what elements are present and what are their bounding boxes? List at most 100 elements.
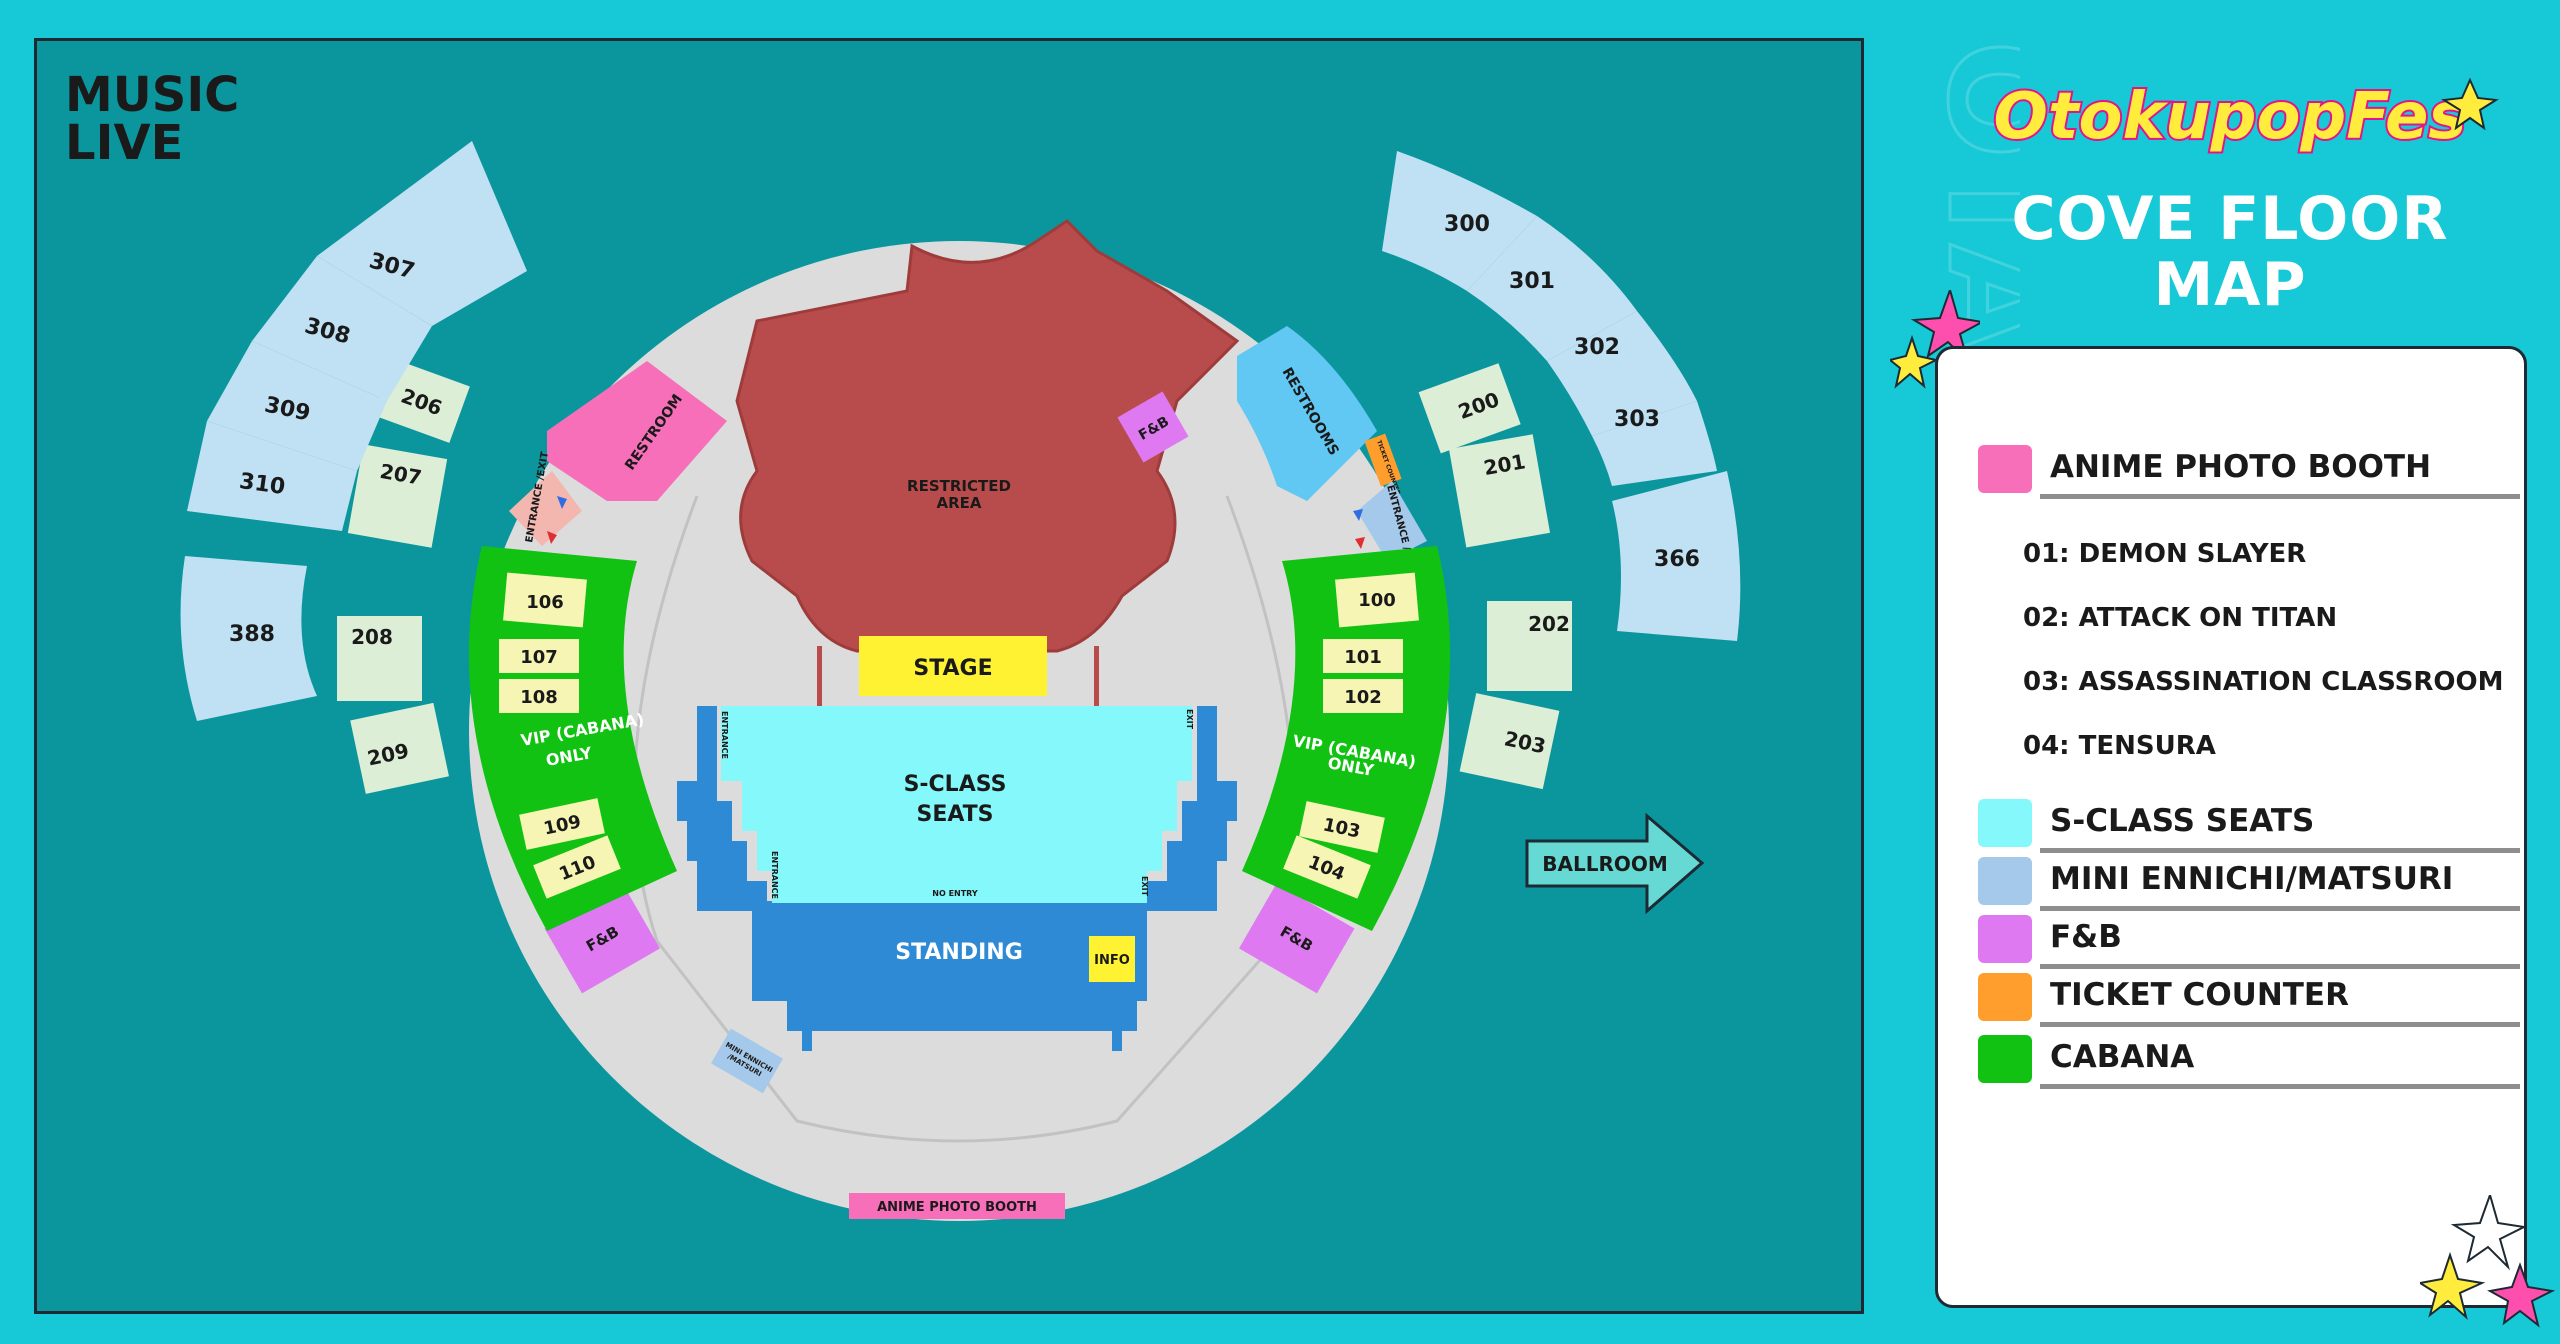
- svg-text:OtokupopFes: OtokupopFes: [1994, 80, 2467, 154]
- info-label: INFO: [1094, 953, 1130, 968]
- sections-300s-left: 307 308 309 310 388: [180, 141, 527, 721]
- entrance-exit-left: [509, 471, 582, 546]
- s-class-label-2: SEATS: [916, 802, 993, 827]
- legend-item-mini-ennichi: MINI ENNICHI/MATSURI: [1958, 851, 2520, 911]
- s-class-label-1: S-CLASS: [904, 772, 1007, 797]
- legend-swatch: [1978, 973, 2032, 1021]
- entrance-exit-right: [1357, 481, 1427, 561]
- legend-label: MINI ENNICHI/MATSURI: [2050, 861, 2454, 897]
- section-302[interactable]: [1547, 311, 1697, 436]
- legend-item-fnb: F&B: [1958, 909, 2520, 969]
- cabana-seat[interactable]: 100: [1335, 572, 1419, 628]
- legend-item-cabana: CABANA: [1958, 1029, 2520, 1089]
- svg-text:208: 208: [351, 625, 393, 649]
- fnb-top: [1117, 391, 1189, 463]
- section-303[interactable]: [1592, 401, 1717, 486]
- cabana-seat[interactable]: 106: [503, 572, 587, 628]
- legend-swatch: [1978, 1035, 2032, 1083]
- section-307[interactable]: [317, 141, 527, 326]
- info-booth: [1089, 936, 1135, 982]
- svg-text:301: 301: [1509, 269, 1555, 294]
- anime-photo-booth: [849, 1193, 1065, 1219]
- stage-label: STAGE: [913, 656, 992, 681]
- standing-label: STANDING: [895, 940, 1023, 965]
- svg-text:100: 100: [1358, 590, 1396, 611]
- music-live-title-2: LIVE: [65, 115, 183, 171]
- svg-text:303: 303: [1614, 407, 1660, 432]
- cabana-seat[interactable]: 103: [1299, 801, 1385, 853]
- anime-photo-booth-label: ANIME PHOTO BOOTH: [877, 1200, 1037, 1215]
- section-388[interactable]: [180, 556, 317, 721]
- cabana-seat[interactable]: 110: [533, 835, 621, 899]
- fnb-right: [1239, 883, 1355, 994]
- legend-swatch: [1978, 915, 2032, 963]
- page-title-line-1: COVE FLOOR: [2011, 184, 2449, 254]
- ballroom-label: BALLROOM: [1542, 852, 1668, 876]
- s-class-entrance-left-bottom: ENTRANCE: [770, 851, 779, 899]
- restroom-left: [547, 361, 727, 501]
- map-panel: RESTRICTED AREA STAGE STANDING INFO S-CL…: [34, 38, 1864, 1314]
- section-300[interactable]: [1382, 151, 1537, 291]
- photo-booth-item-4: 04: TENSURA: [2023, 731, 2216, 761]
- svg-text:102: 102: [1344, 687, 1382, 708]
- legend-item-s-class-seats: S-CLASS SEATS: [1958, 793, 2520, 853]
- photo-booth-item-2: 02: ATTACK ON TITAN: [2023, 603, 2338, 633]
- cabana-seat[interactable]: 102: [1323, 679, 1403, 713]
- section-202[interactable]: 202: [1487, 601, 1572, 691]
- photo-booth-item-1: 01: DEMON SLAYER: [2023, 539, 2307, 569]
- mini-ennichi: [711, 1028, 783, 1094]
- s-class-seats: [721, 706, 1192, 903]
- legend-swatch: [1978, 857, 2032, 905]
- restrooms-right: [1237, 326, 1377, 501]
- page-title: COVE FLOOR MAP: [2010, 186, 2450, 318]
- cabana-seat[interactable]: 109: [519, 798, 605, 850]
- cabana-seat[interactable]: 101: [1323, 639, 1403, 673]
- legend: ANIME PHOTO BOOTH 01: DEMON SLAYER 02: A…: [1935, 346, 2527, 1308]
- logo-star-icon: [2441, 77, 2499, 131]
- section-308[interactable]: [252, 256, 432, 401]
- s-class-exit-right: EXIT: [1185, 709, 1194, 730]
- svg-text:202: 202: [1528, 612, 1570, 636]
- section-310[interactable]: [187, 421, 357, 531]
- svg-text:300: 300: [1444, 212, 1490, 237]
- section-301[interactable]: [1467, 216, 1637, 361]
- svg-text:107: 107: [520, 647, 558, 668]
- legend-label: ANIME PHOTO BOOTH: [2050, 449, 2432, 485]
- restricted-area-label-1: RESTRICTED: [907, 477, 1011, 495]
- standing-area: [752, 901, 1147, 1051]
- svg-text:106: 106: [526, 592, 564, 613]
- ballroom-arrow[interactable]: BALLROOM: [1525, 812, 1705, 915]
- cabana-seat[interactable]: 104: [1283, 835, 1371, 899]
- restricted-area: [735, 219, 1240, 653]
- section-309[interactable]: [207, 341, 387, 471]
- s-class-entrance-left: ENTRANCE: [720, 711, 729, 759]
- s-class-exit-right-bottom: EXIT: [1140, 876, 1149, 897]
- sections-200s-left: 206 207 208 209: [337, 359, 470, 794]
- section-208[interactable]: 208: [337, 616, 422, 701]
- section-201[interactable]: 201: [1448, 434, 1551, 548]
- legend-item-ticket-counter: TICKET COUNTER: [1958, 967, 2520, 1027]
- section-366[interactable]: [1612, 471, 1741, 641]
- sections-300s-right: 300 301 302 303 366: [1382, 151, 1741, 641]
- sections-200s-right: 200 201 202 203: [1418, 363, 1572, 790]
- section-203[interactable]: 203: [1459, 693, 1560, 790]
- no-entry-label: NO ENTRY: [932, 889, 978, 898]
- legend-swatch: [1978, 799, 2032, 847]
- cabana-seat[interactable]: 107: [499, 639, 579, 673]
- cabana-seat[interactable]: 108: [499, 679, 579, 713]
- svg-text:108: 108: [520, 687, 558, 708]
- otakupopfes-logo: OtokupopFes: [1992, 77, 2499, 156]
- page-title-line-2: MAP: [2153, 250, 2307, 320]
- section-200[interactable]: 200: [1418, 363, 1521, 454]
- legend-label: TICKET COUNTER: [2050, 977, 2349, 1013]
- svg-text:388: 388: [229, 622, 275, 647]
- photo-booth-item-3: 03: ASSASSINATION CLASSROOM: [2023, 667, 2504, 697]
- svg-text:101: 101: [1344, 647, 1382, 668]
- section-209[interactable]: 209: [350, 702, 449, 794]
- fnb-left: [544, 883, 660, 994]
- venue-map: RESTRICTED AREA STAGE STANDING INFO S-CL…: [65, 67, 1741, 1221]
- stage: [859, 636, 1047, 696]
- section-207[interactable]: 207: [347, 444, 448, 548]
- sparkle-icon: [1890, 290, 1980, 389]
- restricted-area-label-2: AREA: [936, 494, 981, 512]
